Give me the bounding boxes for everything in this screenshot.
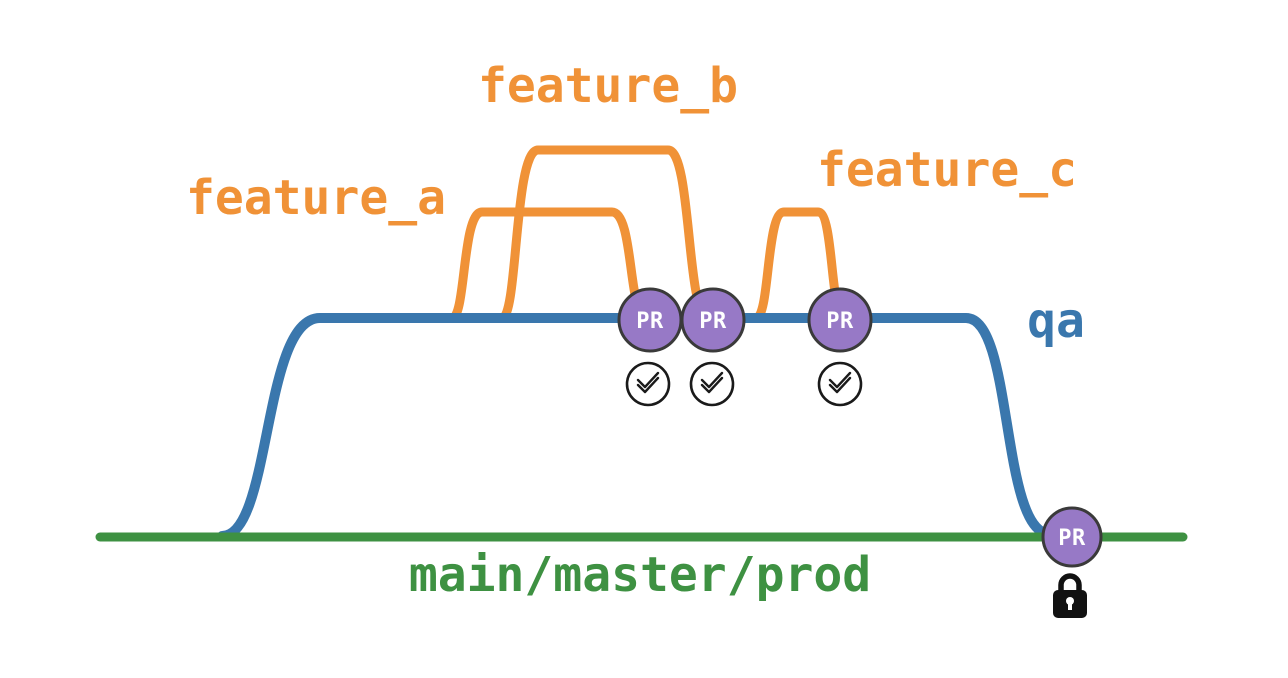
pr-badge-feature-a: PR: [617, 287, 683, 353]
pr-badge-label: PR: [1058, 526, 1086, 551]
pr-badge-circle: [680, 287, 746, 353]
pr-badge-label: PR: [636, 309, 664, 334]
feature-c-label: feature_c: [817, 142, 1077, 198]
feature-b-label: feature_b: [478, 58, 738, 114]
pr-badge-feature-b: PR: [680, 287, 746, 353]
pr-badge-label: PR: [826, 309, 854, 334]
feature-b-branch-line: [497, 145, 713, 323]
lock-icon: [1053, 573, 1087, 618]
main-label: main/master/prod: [409, 547, 871, 603]
pr-badge-main: PR: [1041, 506, 1103, 568]
pr-badge-feature-c: PR: [807, 287, 873, 353]
checks-passed-icon: [817, 361, 863, 407]
feature-a-label: feature_a: [186, 170, 446, 226]
qa-label: qa: [1027, 293, 1085, 349]
feature-a-branch-line: [447, 207, 651, 323]
checks-passed-icon: [689, 361, 735, 407]
checks-passed-icon: [625, 361, 671, 407]
pr-badge-circle: [1041, 506, 1103, 568]
qa-branch-line: [217, 313, 1055, 541]
pr-badge-circle: [807, 287, 873, 353]
pr-badge-label: PR: [699, 309, 727, 334]
